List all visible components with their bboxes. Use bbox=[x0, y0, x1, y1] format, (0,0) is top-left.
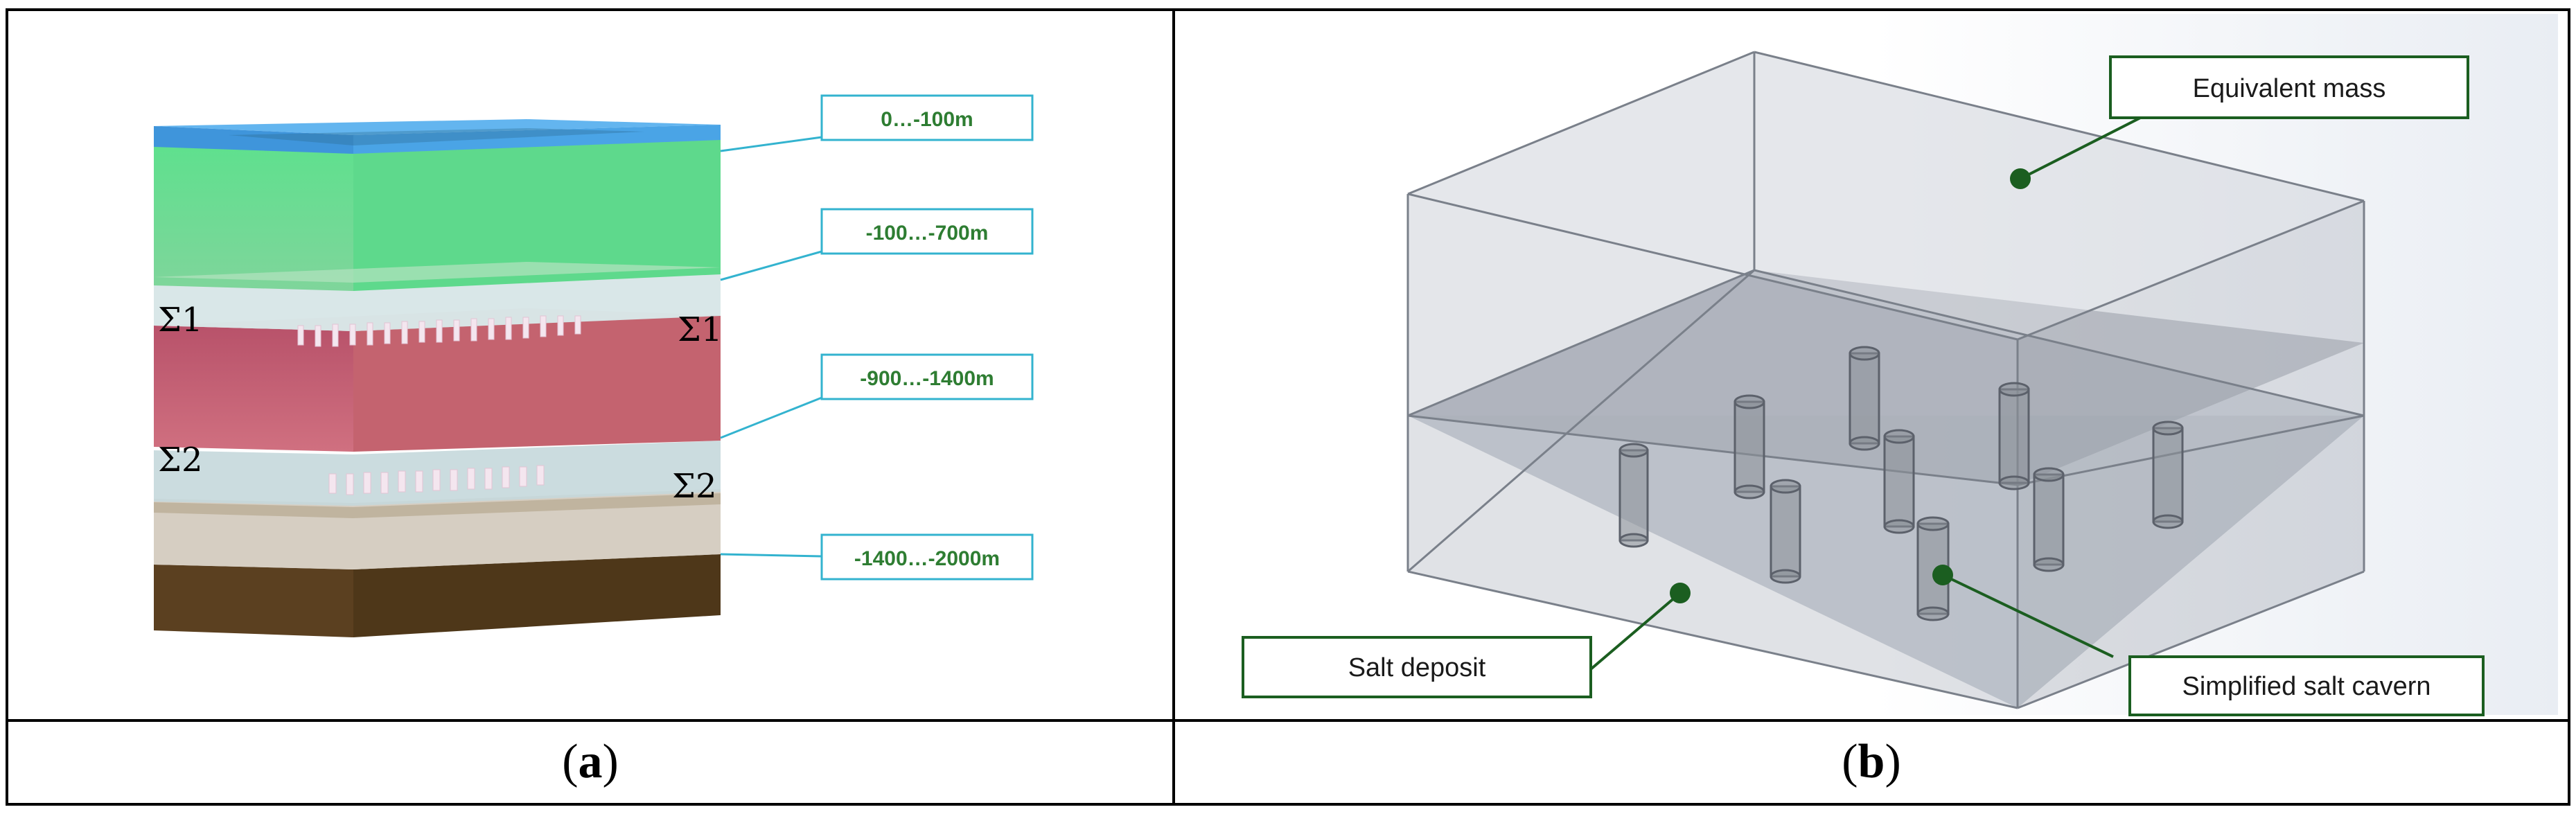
callout-900-1400: -900…-1400m bbox=[720, 353, 1034, 439]
callout-1400-2000: -1400…-2000m bbox=[720, 533, 1034, 581]
simplified-salt-cavern-label: Simplified salt cavern bbox=[2182, 672, 2431, 701]
salt-deposit-label: Salt deposit bbox=[1348, 653, 1486, 682]
sigma1-left-label: Σ1 bbox=[158, 301, 202, 339]
box-edges bbox=[1406, 51, 2365, 709]
cavern bbox=[1916, 516, 1950, 621]
cavern bbox=[1733, 394, 1765, 499]
callout-label-0-100: 0…-100m bbox=[881, 108, 973, 131]
callout-0-100: 0…-100m bbox=[720, 94, 1034, 152]
sigma1-right-label: Σ1 bbox=[678, 310, 722, 349]
cavern bbox=[2152, 421, 2184, 529]
salt-caverns bbox=[1618, 346, 2184, 621]
cavern bbox=[1883, 429, 1915, 534]
interface-plane bbox=[1408, 270, 2364, 485]
panel-a-illustration: Σ1 Σ1 Σ2 Σ2 0…-100m -100…-700m -900…-140… bbox=[154, 94, 1034, 637]
sigma2-left-label: Σ2 bbox=[158, 441, 202, 479]
callout-label-1400-2000: -1400…-2000m bbox=[854, 547, 1000, 570]
table-frame bbox=[6, 8, 2570, 806]
callout-salt-deposit: Salt deposit bbox=[1242, 583, 1691, 698]
layer-brown bbox=[154, 489, 721, 637]
callout-label-100-700: -100…-700m bbox=[866, 222, 989, 245]
callout-100-700: -100…-700m bbox=[720, 208, 1034, 281]
caverns-lower bbox=[328, 465, 545, 495]
cavern bbox=[1770, 479, 1801, 584]
cavern bbox=[1849, 346, 1880, 451]
equivalent-mass-label: Equivalent mass bbox=[2193, 74, 2386, 103]
cavern bbox=[1618, 443, 1649, 548]
layer-green bbox=[154, 139, 721, 291]
layer-water bbox=[154, 119, 721, 154]
caption-b: (b) bbox=[1842, 735, 1901, 788]
callout-simplified-salt-cavern: Simplified salt cavern bbox=[1932, 565, 2485, 716]
caption-a: (a) bbox=[562, 735, 619, 788]
caverns-upper bbox=[297, 315, 581, 347]
panel-b-illustration: Equivalent mass Salt deposit Simplified … bbox=[1189, 14, 2558, 716]
sigma2-right-label: Σ2 bbox=[672, 467, 716, 506]
cavern bbox=[1998, 382, 2030, 490]
callout-equivalent-mass: Equivalent mass bbox=[2010, 55, 2469, 189]
callout-label-900-1400: -900…-1400m bbox=[860, 367, 994, 390]
cavern bbox=[2033, 467, 2065, 572]
